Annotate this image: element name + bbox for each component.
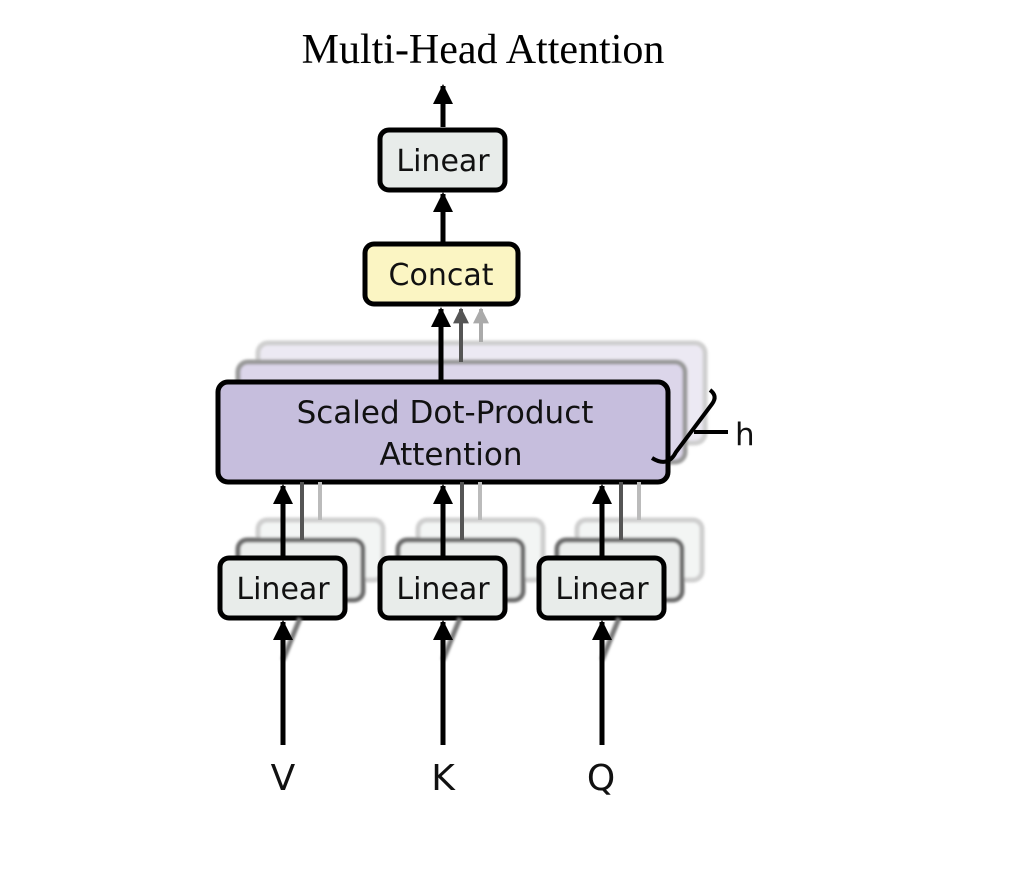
linear-stacks-back [235,517,705,603]
output-linear-block: Linear [377,127,508,193]
attention-box [215,379,671,485]
attention-label-line2: Attention [379,437,522,473]
linear-v-label: Linear [236,572,330,607]
output-linear-label: Linear [396,144,490,179]
q-input-label: Q [587,758,615,799]
linear-q-box [536,555,667,621]
concat-block: Concat [362,241,521,307]
linear-v-box [217,555,348,621]
back-connectors [300,482,641,540]
concat-label: Concat [389,258,494,293]
v-input-label: V [271,758,296,799]
linear-v-block: Linear [217,555,348,621]
heads-brace-curve [650,388,717,464]
scaled-dot-product-attention-block: Scaled Dot-Product Attention [215,379,671,485]
heads-brace: h [650,388,755,464]
input-fan-shadows [280,617,622,661]
linear-q-block: Linear [536,555,667,621]
linear-k-label: Linear [396,572,490,607]
concat-box [362,241,521,307]
output-linear-box [377,127,508,193]
linear-k-block: Linear [377,555,508,621]
linear-k-box [377,555,508,621]
linear-q-label: Linear [555,572,649,607]
diagram-title: Multi-Head Attention [301,27,665,73]
attention-label-line1: Scaled Dot-Product [297,395,594,431]
heads-label: h [735,417,755,453]
k-input-label: K [431,758,456,799]
